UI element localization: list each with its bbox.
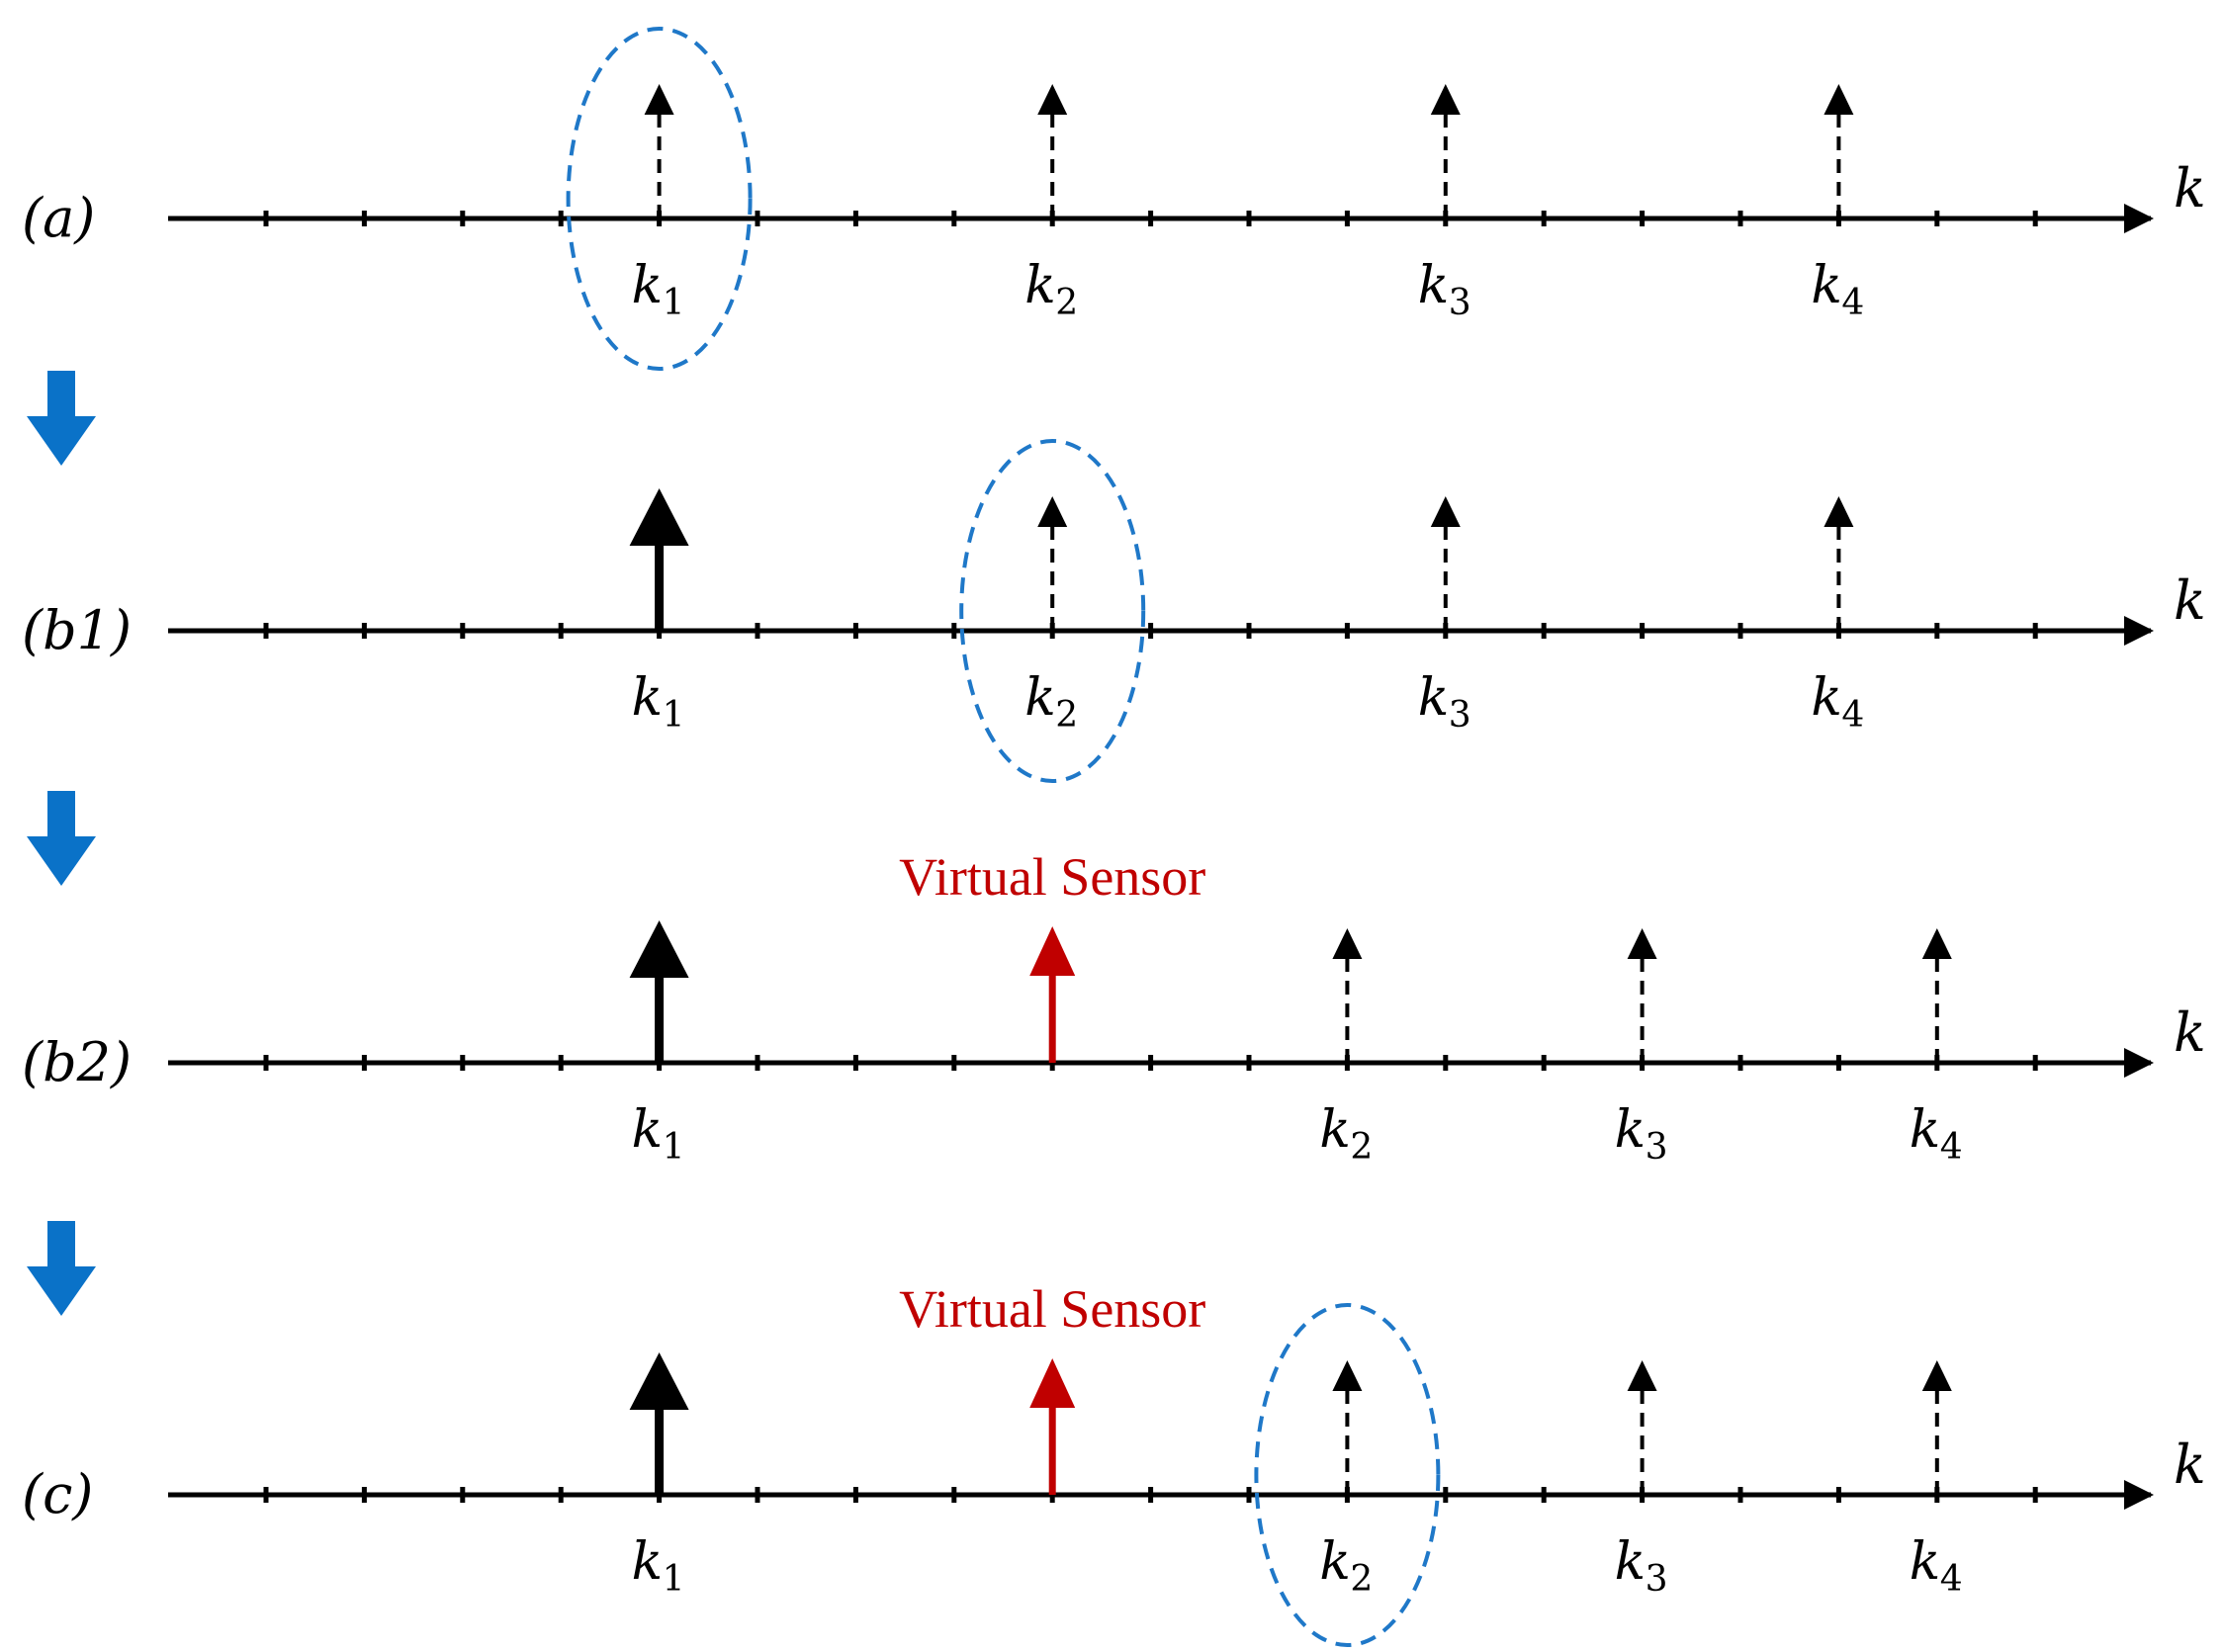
sensor-small-arrowhead-icon (1430, 84, 1461, 115)
sensor-label-subscript: 4 (1841, 695, 1864, 736)
sensor-label-subscript: 3 (1449, 283, 1471, 323)
virtual-sensor-label: Virtual Sensor (899, 1279, 1205, 1339)
k-axis-label: k (2174, 1434, 2206, 1496)
sensor-label-subscript: 4 (1841, 283, 1864, 323)
sensor-label: k (1910, 1100, 1941, 1160)
sensor-label-subscript: 3 (1449, 695, 1471, 736)
virtual-sensor: Virtual Sensor (899, 847, 1205, 1063)
sensor-large-arrowhead-icon (629, 920, 689, 978)
highlight-ellipse (1254, 1303, 1441, 1647)
sensor-label: k (1024, 256, 1056, 315)
sensor-small-arrowhead-icon (1037, 496, 1068, 527)
sensor-small-arrowhead-icon (1921, 1360, 1952, 1391)
sensor-small-arrowhead-icon (644, 84, 674, 115)
sensor-label-subscript: 1 (663, 1127, 685, 1168)
sensor-label-subscript: 1 (663, 283, 685, 323)
sensor-label: k (632, 668, 664, 728)
sensor-small-arrowhead-icon (1627, 928, 1657, 959)
sensor-small-arrowhead-icon (1332, 928, 1363, 959)
row-label: (b2) (22, 1031, 132, 1093)
highlight-ellipse (566, 27, 753, 371)
sensor-small-arrowhead-icon (1921, 928, 1952, 959)
sensor-label: k (1418, 256, 1450, 315)
sensor-label: k (1615, 1532, 1646, 1592)
sensor-label: k (1418, 668, 1450, 728)
sensor-large-arrowhead-icon (629, 488, 689, 546)
sensor-label-subscript: 1 (663, 695, 685, 736)
sensor-small-arrowhead-icon (1627, 1360, 1657, 1391)
virtual-sensor-arrowhead-icon (1029, 926, 1076, 976)
sensor-label-subscript: 4 (1940, 1127, 1963, 1168)
sensor-label: k (632, 1100, 664, 1160)
sensor-label: k (1811, 256, 1842, 315)
virtual-sensor-arrowhead-icon (1029, 1358, 1076, 1408)
sensor-small-arrowhead-icon (1332, 1360, 1363, 1391)
k-axis-label: k (2174, 157, 2206, 219)
sensor-label: k (1615, 1100, 1646, 1160)
sensor-label: k (1319, 1532, 1351, 1592)
sensor-large-arrowhead-icon (629, 1352, 689, 1410)
sensor-label-subscript: 2 (1350, 1127, 1373, 1168)
sensor-label-subscript: 1 (663, 1559, 685, 1600)
sensor-label: k (1024, 668, 1056, 728)
down-arrow-icon (27, 1221, 96, 1316)
sensor-label-subscript: 4 (1940, 1559, 1963, 1600)
down-arrow-icon (27, 791, 96, 886)
sensor-small-arrowhead-icon (1824, 84, 1854, 115)
row-label: (a) (22, 187, 95, 249)
flow-arrows (27, 371, 96, 1316)
virtual-sensor-label: Virtual Sensor (899, 847, 1205, 907)
sensor-small-arrowhead-icon (1430, 496, 1461, 527)
highlight-ellipse (959, 439, 1146, 783)
sensor-label: k (1319, 1100, 1351, 1160)
sensor-label: k (632, 256, 664, 315)
sensor-label-subscript: 3 (1646, 1127, 1668, 1168)
sensor-label: k (1910, 1532, 1941, 1592)
sensor-label: k (1811, 668, 1842, 728)
sensor-small-arrowhead-icon (1037, 84, 1068, 115)
sensor-label-subscript: 2 (1350, 1559, 1373, 1600)
down-arrow-icon (27, 371, 96, 466)
row-label: (c) (22, 1463, 93, 1525)
virtual-sensor: Virtual Sensor (899, 1279, 1205, 1495)
sensor-small-arrowhead-icon (1824, 496, 1854, 527)
sensor-label-subscript: 2 (1055, 283, 1078, 323)
k-axis-label: k (2174, 1001, 2206, 1064)
sensor-label: k (632, 1532, 664, 1592)
sensor-label-subscript: 3 (1646, 1559, 1668, 1600)
k-axis-label: k (2174, 569, 2206, 632)
sensor-label-subscript: 2 (1055, 695, 1078, 736)
row-label: (b1) (22, 599, 132, 661)
